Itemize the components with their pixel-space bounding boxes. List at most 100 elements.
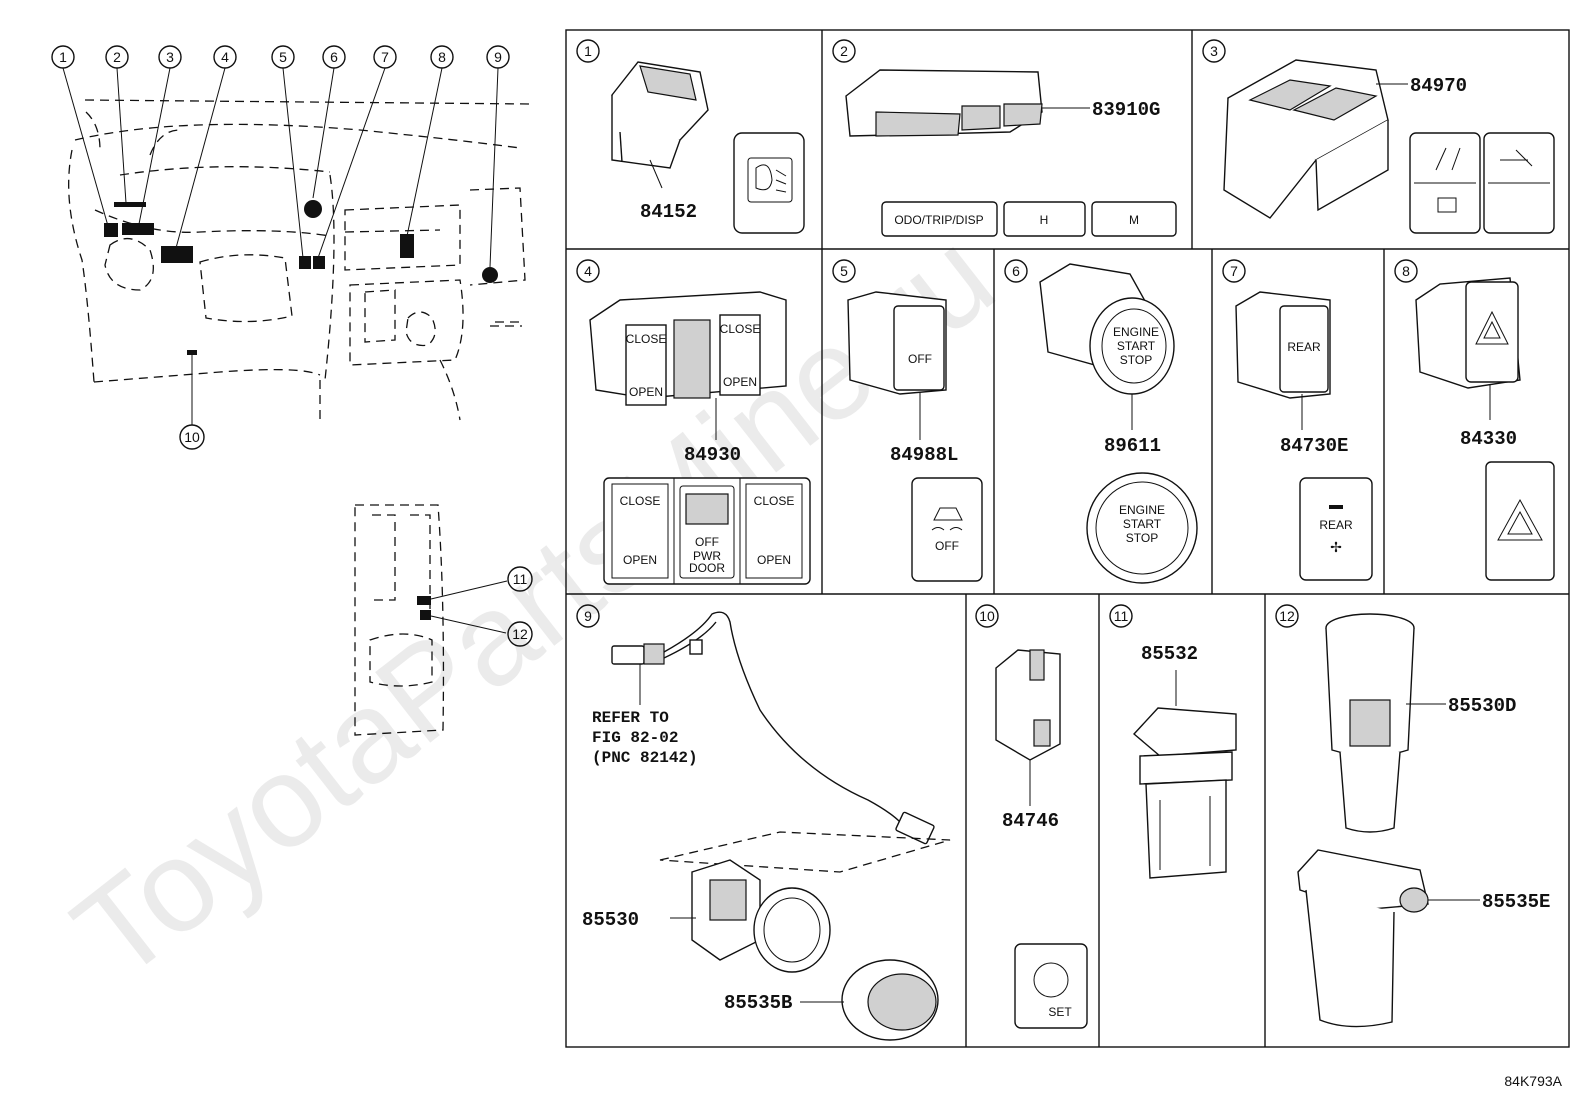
part-number-84930: 84930 — [684, 444, 741, 466]
switch-84930-drawing: CLOSE OPEN CLOSE OPEN — [589, 291, 787, 440]
part-number-89611: 89611 — [1104, 435, 1161, 457]
svg-text:(PNC 82142): (PNC 82142) — [592, 749, 698, 767]
icon-84746-set-button-icon: SET — [1014, 943, 1088, 1029]
svg-text:START: START — [1123, 517, 1162, 531]
svg-text:6: 6 — [330, 49, 338, 65]
svg-text:5: 5 — [279, 49, 287, 65]
cell-4: 4 CLOSE OPEN CLOSE OPEN 84930 CLOSE OPEN… — [576, 259, 811, 585]
svg-text:12: 12 — [512, 626, 528, 642]
svg-text:1: 1 — [59, 49, 67, 65]
cell-11: 11 85532 — [1109, 604, 1237, 879]
cell-1-number: 1 — [576, 39, 600, 63]
svg-text:5: 5 — [840, 263, 848, 279]
panel-84930-buttons: CLOSE OPEN CLOSE OPEN OFF PWR DOOR — [603, 477, 811, 585]
svg-text:ENGINE: ENGINE — [1113, 325, 1159, 339]
svg-text:OFF: OFF — [695, 535, 719, 549]
cell-11-number: 11 — [1109, 604, 1133, 628]
button-m: M — [1091, 201, 1177, 237]
refer-to-note: REFER TO FIG 82-02 (PNC 82142) — [592, 709, 698, 767]
svg-text:6: 6 — [1012, 263, 1020, 279]
overview-callout-4: 4 — [213, 45, 237, 69]
svg-text:REFER TO: REFER TO — [592, 709, 669, 727]
wire-harness-drawing — [611, 611, 951, 873]
cell-9-number: 9 — [576, 604, 600, 628]
cell-8-number: 8 — [1394, 259, 1418, 283]
cell-3-number: 3 — [1202, 39, 1226, 63]
part-number-85530D: 85530D — [1448, 695, 1516, 717]
cell-8: 8 84330 — [1394, 259, 1555, 581]
svg-text:4: 4 — [584, 263, 592, 279]
svg-text:OPEN: OPEN — [623, 553, 657, 567]
svg-text:11: 11 — [1114, 608, 1129, 624]
icon-89611-engine-start-stop-icon: ENGINE START STOP — [1086, 472, 1198, 584]
overview-callout-10: 10 — [179, 424, 205, 450]
svg-text:2: 2 — [113, 49, 121, 65]
cell-1: 1 84152 — [576, 39, 805, 234]
svg-text:4: 4 — [221, 49, 229, 65]
diagram-code: 84K793A — [1504, 1073, 1562, 1089]
svg-text:10: 10 — [979, 608, 995, 624]
cap-85535B-drawing — [800, 959, 939, 1041]
part-number-84970: 84970 — [1410, 75, 1467, 97]
button-odo-trip-disp: ODO/TRIP/DISP — [881, 201, 998, 237]
svg-text:PWR: PWR — [693, 549, 721, 563]
cell-7: 7 REAR 84730E REAR ✢ — [1222, 259, 1373, 581]
svg-text:OPEN: OPEN — [629, 385, 663, 399]
switch-83910G-drawing — [845, 69, 1090, 137]
svg-text:DOOR: DOOR — [689, 561, 725, 575]
icon-84988L-vsc-off-icon: OFF — [911, 477, 983, 582]
switch-84152-drawing — [611, 61, 709, 189]
overview-callout-12: 12 — [507, 621, 533, 647]
overview-callout-2: 2 — [105, 45, 129, 69]
part-number-83910G: 83910G — [1092, 99, 1160, 121]
switch-84330-drawing — [1415, 277, 1521, 420]
icon-84970-a-lane-assist-icon — [1409, 132, 1481, 234]
cell-2-number: 2 — [832, 39, 856, 63]
svg-text:FIG 82-02: FIG 82-02 — [592, 729, 678, 747]
overview-callout-7: 7 — [373, 45, 397, 69]
overview-callout-11: 11 — [507, 566, 533, 592]
socket-85530-drawing — [670, 859, 831, 973]
switch-84730E-drawing: REAR — [1235, 291, 1331, 430]
svg-text:10: 10 — [184, 429, 200, 445]
svg-text:CLOSE: CLOSE — [754, 494, 795, 508]
svg-text:12: 12 — [1279, 608, 1295, 624]
part-number-84152: 84152 — [640, 201, 697, 223]
svg-text:REAR: REAR — [1319, 518, 1353, 532]
svg-text:OPEN: OPEN — [723, 375, 757, 389]
svg-text:9: 9 — [584, 608, 592, 624]
svg-text:CLOSE: CLOSE — [620, 494, 661, 508]
cell-5-number: 5 — [832, 259, 856, 283]
svg-text:8: 8 — [1402, 263, 1410, 279]
svg-text:H: H — [1040, 213, 1049, 227]
part-number-85532: 85532 — [1141, 643, 1198, 665]
svg-text:STOP: STOP — [1120, 353, 1152, 367]
icon-84730E-rear-fan-icon: REAR ✢ — [1299, 477, 1373, 581]
cell-4-number: 4 — [576, 259, 600, 283]
svg-text:OFF: OFF — [935, 539, 959, 553]
part-number-84746: 84746 — [1002, 810, 1059, 832]
svg-text:ODO/TRIP/DISP: ODO/TRIP/DISP — [894, 213, 983, 227]
svg-text:CLOSE: CLOSE — [626, 332, 667, 346]
svg-text:CLOSE: CLOSE — [720, 322, 761, 336]
svg-text:START: START — [1117, 339, 1156, 353]
svg-text:1: 1 — [584, 43, 592, 59]
svg-text:3: 3 — [1210, 43, 1218, 59]
cell-10-number: 10 — [975, 604, 999, 628]
svg-text:OPEN: OPEN — [757, 553, 791, 567]
part-number-84730E: 84730E — [1280, 435, 1348, 457]
svg-text:M: M — [1129, 213, 1139, 227]
cell-5: 5 OFF 84988L OFF — [832, 259, 983, 582]
svg-text:2: 2 — [840, 43, 848, 59]
switch-89611-drawing: ENGINE START STOP — [1039, 263, 1175, 430]
svg-text:11: 11 — [513, 571, 528, 587]
cell-3: 3 84970 — [1202, 39, 1555, 234]
switch-84970-drawing — [1223, 59, 1408, 219]
overview-callout-6: 6 — [322, 45, 346, 69]
part-number-84988L: 84988L — [890, 444, 958, 466]
cell-12-number: 12 — [1275, 604, 1299, 628]
parts-grid — [565, 29, 1570, 1048]
dashboard-overview: 1 2 3 4 5 6 7 8 9 10 11 12 — [51, 45, 533, 736]
svg-text:3: 3 — [166, 49, 174, 65]
